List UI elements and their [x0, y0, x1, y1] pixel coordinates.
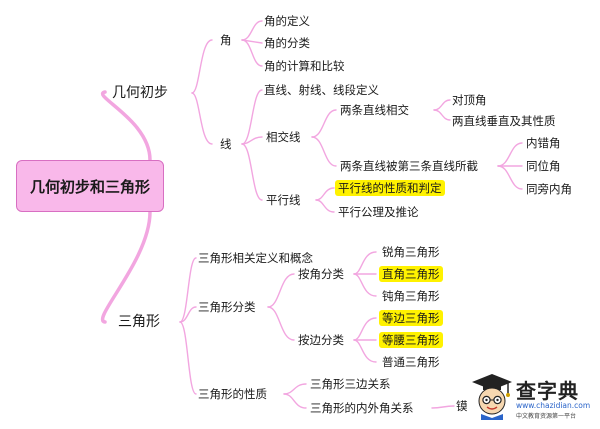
watermark-title: 查字典	[516, 379, 579, 403]
node-intersecting-lines[interactable]: 相交线	[266, 130, 301, 144]
node-triangle-classification[interactable]: 三角形分类	[198, 300, 256, 314]
root-node[interactable]: 几何初步和三角形	[16, 160, 164, 212]
node-third-line-cut[interactable]: 两条直线被第三条直线所截	[340, 159, 478, 173]
node-angle-relations[interactable]: 三角形的内外角关系	[310, 401, 414, 415]
node-triangle[interactable]: 三角形	[118, 314, 160, 330]
highlight-equilateral-triangle: 等边三角形	[379, 310, 443, 326]
watermark-subtitle: 中文教育资源第一平台	[516, 413, 577, 420]
node-triangle-properties[interactable]: 三角形的性质	[198, 387, 267, 401]
node-two-lines-intersect[interactable]: 两条直线相交	[340, 103, 409, 117]
node-vertical-angles[interactable]: 对顶角	[452, 93, 487, 107]
node-triangle-definition[interactable]: 三角形相关定义和概念	[198, 251, 313, 265]
node-angle-classification[interactable]: 角的分类	[264, 36, 310, 50]
node-perpendicular[interactable]: 两直线垂直及其性质	[452, 114, 556, 128]
highlight-parallel-properties: 平行线的性质和判定	[335, 180, 445, 196]
node-by-side[interactable]: 按边分类	[298, 333, 344, 347]
node-isosceles-triangle[interactable]: 等腰三角形	[379, 332, 443, 348]
node-angle[interactable]: 角	[220, 33, 232, 47]
watermark-url: www.chazidian.com	[516, 401, 591, 410]
node-by-angle[interactable]: 按角分类	[298, 267, 344, 281]
node-equilateral-triangle[interactable]: 等边三角形	[379, 310, 443, 326]
node-angle-calculation[interactable]: 角的计算和比较	[264, 59, 345, 73]
node-parallel-axiom[interactable]: 平行公理及推论	[338, 205, 419, 219]
node-geometry-basics[interactable]: 几何初步	[112, 85, 168, 101]
node-parallel-properties[interactable]: 平行线的性质和判定	[335, 180, 445, 196]
node-angle-definition[interactable]: 角的定义	[264, 14, 310, 28]
node-acute-triangle[interactable]: 锐角三角形	[382, 245, 440, 259]
node-obtuse-triangle[interactable]: 钝角三角形	[382, 289, 440, 303]
root-label: 几何初步和三角形	[29, 177, 150, 196]
highlight-isosceles-triangle: 等腰三角形	[379, 332, 443, 348]
node-parallel-lines[interactable]: 平行线	[266, 193, 301, 207]
scholar-avatar-icon	[472, 374, 512, 420]
highlight-right-triangle: 直角三角形	[379, 266, 443, 282]
node-co-interior[interactable]: 同旁内角	[526, 182, 572, 196]
node-line-basics[interactable]: 直线、射线、线段定义	[264, 83, 379, 97]
node-right-triangle[interactable]: 直角三角形	[379, 266, 443, 282]
node-line[interactable]: 线	[220, 137, 232, 151]
node-scalene-triangle[interactable]: 普通三角形	[382, 355, 440, 369]
node-side-relations[interactable]: 三角形三边关系	[310, 377, 391, 391]
node-corresponding[interactable]: 同位角	[526, 159, 561, 173]
chazidian-watermark: 查字典 www.chazidian.com 中文教育资源第一平台	[470, 372, 594, 422]
node-alternate-interior[interactable]: 内错角	[526, 136, 561, 150]
node-truncated: 镆	[456, 399, 468, 413]
